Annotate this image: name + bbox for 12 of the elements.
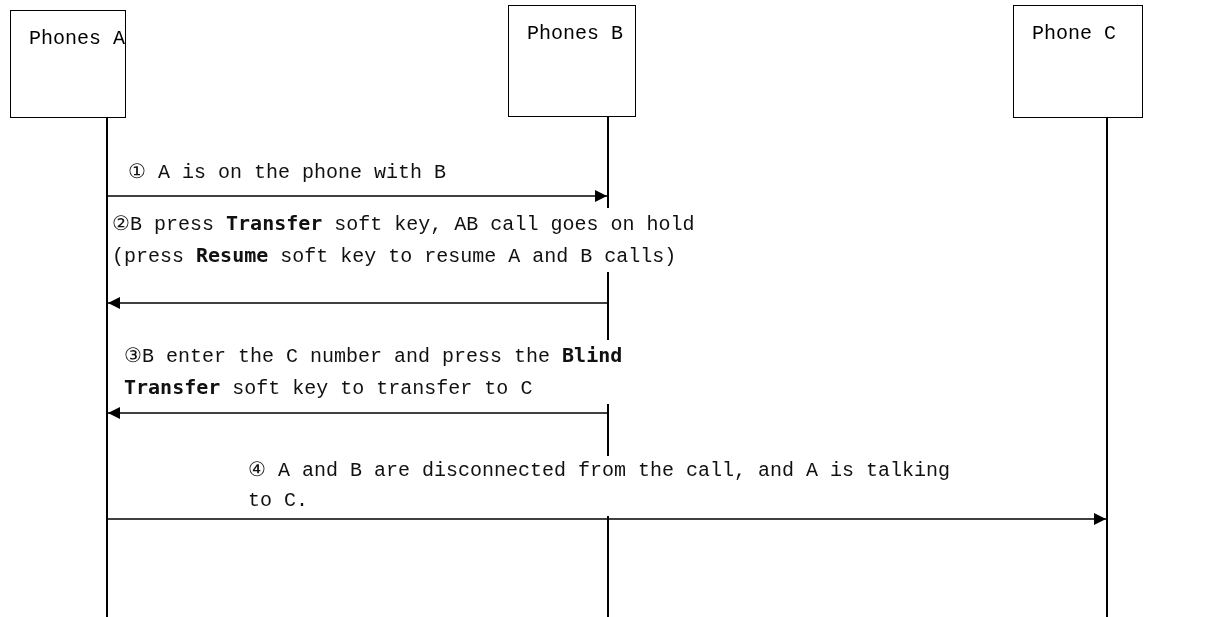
message-arrow	[107, 407, 608, 419]
participant-name: Phones A	[29, 27, 125, 50]
lifeline	[1106, 118, 1108, 617]
participant-box	[508, 5, 636, 117]
message-arrow	[107, 297, 608, 309]
participant-box	[10, 10, 126, 118]
participant-box	[1013, 5, 1143, 118]
message-arrow	[107, 513, 1107, 525]
participant-name: Phones B	[527, 22, 623, 45]
participant-name: Phone C	[1032, 22, 1116, 45]
lifeline	[106, 118, 108, 617]
message-arrow	[107, 190, 608, 202]
